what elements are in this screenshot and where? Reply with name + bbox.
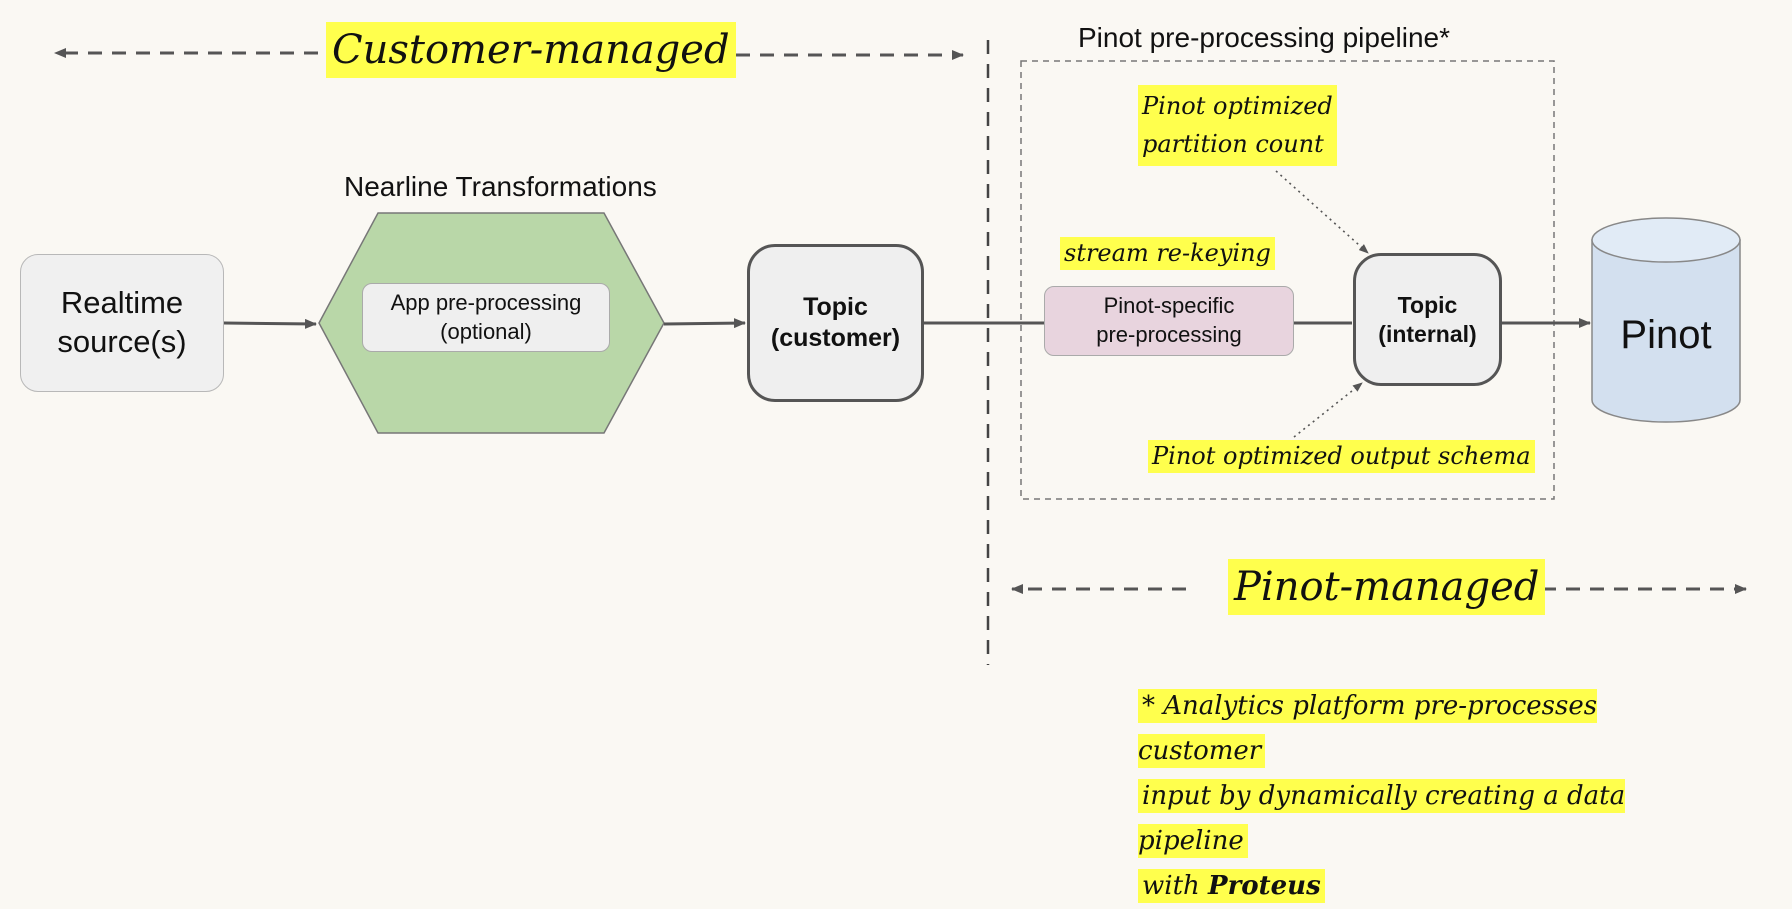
realtime-source-node: Realtime source(s) [20,254,224,392]
output-schema-note: Pinot optimized output schema [1148,440,1535,473]
pinot-managed-label: Pinot-managed [1228,559,1546,615]
footnote-line3: with Proteus [1138,869,1325,903]
topic-internal-node: Topic (internal) [1353,253,1502,386]
topic-internal-line1: Topic [1397,291,1458,318]
app-label-line1: App pre-processing [390,289,582,315]
app-preprocessing-node: App pre-processing (optional) [362,283,610,352]
topic-customer-node: Topic (customer) [747,244,924,402]
footnote-line1: * Analytics platform pre-processes custo… [1138,689,1598,768]
source-to-transform-arrow [223,318,317,329]
pinot-database-icon [1591,217,1741,423]
connector-layer [54,40,1747,665]
pipeline-title: Pinot pre-processing pipeline* [1078,22,1450,53]
topic-customer-line2: (customer) [770,324,901,352]
footnote-line3-prefix: with [1142,871,1209,901]
partition-note-pointer [1275,170,1369,254]
partition-note-line2: partition count [1142,130,1324,159]
customer-managed-label: Customer-managed [326,22,736,78]
transform-to-topic-arrow [663,318,746,329]
pipeline-boundary [1020,60,1555,500]
source-label-line2: source(s) [57,324,187,359]
specific-label-line1: Pinot-specific [1103,293,1235,319]
footnote-line2: input by dynamically creating a data pip… [1138,779,1626,858]
rekeying-note: stream re-keying [1060,237,1275,270]
partition-count-note: Pinot optimized partition count [1138,85,1337,166]
topic-internal-line2: (internal) [1378,320,1477,347]
topic-customer-line1: Topic [803,292,868,321]
specific-label-line2: pre-processing [1096,322,1242,347]
pipeline-diagram: Customer-managed Pinot-managed Pinot pre… [20,22,1747,903]
app-label-line2: (optional) [440,318,532,344]
nearline-title: Nearline Transformations [344,171,657,202]
pinot-specific-node: Pinot-specific pre-processing [1044,286,1294,356]
source-label-line1: Realtime [60,285,184,321]
partition-note-line1: Pinot optimized [1142,92,1333,120]
footnote-proteus: Proteus [1208,871,1321,901]
schema-note-pointer [1293,382,1363,438]
footnote: * Analytics platform pre-processes custo… [1138,684,1692,909]
pinot-node-label: Pinot [1620,312,1712,357]
